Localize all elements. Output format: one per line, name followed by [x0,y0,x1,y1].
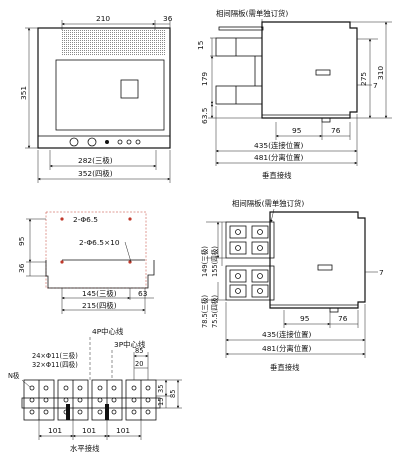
dim-63-5: 63.5 [200,107,209,124]
holes-3pole: 24×Φ11(三极) [32,351,78,360]
terminal-group-4 [125,379,157,421]
dim-179: 179 [200,72,209,86]
front-view: 210 36 351 282(三极) 352(四极) [19,14,173,183]
hole-4-icon [128,260,132,264]
holes-4pole: 32×Φ11(四极) [32,360,78,369]
dim-149: 149(三极) [200,246,209,277]
breaker-side-body-2 [269,211,366,309]
dim-145: 145(三极) [82,289,117,298]
dim-95-mount: 95 [17,236,26,246]
hole-spec-2: 2-Φ6.5×10 [79,238,120,247]
side-label [315,69,331,76]
indicator-window [120,79,139,99]
lamp-icon [105,140,109,144]
partition-label-top: 相间隔板(需单独订货) [216,9,288,18]
dim-36-mount: 36 [17,263,26,273]
dim-20: 20 [135,360,143,368]
terminal-group-1 [23,379,55,421]
side-label-2 [317,264,333,271]
lower-terminal-block [225,265,275,301]
upper-terminal-block [225,221,275,259]
dim-275: 275 [359,72,368,86]
base-bar [21,397,161,409]
dim-36: 36 [163,14,173,23]
hole-2-icon [128,217,132,221]
dim-15-horiz: 15 [157,398,165,406]
control-strip [37,135,171,149]
side-view-top: 相间隔板(需单独订货) 15 179 63.5 275 310 7 [196,9,392,180]
terminal-group-2 [57,379,89,421]
dim-352: 352(四极) [78,169,113,178]
lower-terminal [215,85,263,105]
dim-7-top: 7 [373,81,378,90]
dim-95-top: 95 [292,126,302,135]
dim-75-5: 75.5(四极) [210,295,219,328]
button-2-icon [126,139,132,145]
rail-foot [321,117,331,123]
dim-481-bottom: 481(分离位置) [262,344,312,353]
dim-101-1: 101 [48,426,62,435]
dim-351: 351 [19,86,28,100]
front-panel [55,59,165,131]
caption-horizontal: 水平接线 [70,444,100,453]
dim-7-bottom: 7 [379,268,384,277]
breaker-side-body [261,21,358,119]
hole-spec-1: 2-Φ6.5 [73,215,98,224]
terminal-group-3 [91,379,123,421]
mount-base [45,260,155,289]
dim-63-mount: 63 [138,289,148,298]
mount-view: 2-Φ6.5 2-Φ6.5×10 95 36 145(三极) 63 215(四极… [17,211,155,314]
upper-terminal [215,37,263,57]
center-line-4p: 4P中心线 [92,327,124,336]
knob-1-icon [69,137,79,147]
side-view-bottom: 相间隔板(需单独订货) 149(三极) 155(四极) [200,199,384,372]
dim-76-top: 76 [331,126,341,135]
partition-label-bottom: 相间隔板(需单独订货) [232,199,304,208]
dim-15: 15 [196,40,205,50]
dim-435-bottom: 435(连接位置) [262,330,312,339]
dim-78-5: 78.5(三极) [200,295,209,328]
horizontal-view: 4P中心线 3P中心线 24×Φ11(三极) 32×Φ11(四极) N极 [8,327,182,453]
button-3-icon [135,139,141,145]
dim-35: 35 [157,385,165,393]
dim-210: 210 [96,14,110,23]
knob-2-icon [87,137,97,147]
dim-435-top: 435(连接位置) [254,141,304,150]
dim-95-bottom: 95 [300,314,310,323]
dim-215: 215(四极) [82,301,117,310]
dim-282: 282(三极) [78,156,113,165]
center-line-3p: 3P中心线 [114,340,146,349]
hole-1-icon [60,217,64,221]
dim-101-3: 101 [116,426,130,435]
dim-101-2: 101 [82,426,96,435]
dim-76-bottom: 76 [338,314,348,323]
dim-85-top: 85 [135,347,143,355]
hole-3-icon [60,260,64,264]
dim-310: 310 [376,66,385,80]
caption-vertical-bottom: 垂直接线 [270,363,300,372]
dim-481-top: 481(分离位置) [254,153,304,162]
n-pole-label: N极 [8,371,20,380]
dim-155: 155(四极) [210,246,219,277]
dim-85-right: 85 [169,390,177,398]
partition-plate [218,26,264,31]
vent-grid [62,30,166,56]
button-1-icon [117,139,123,145]
caption-vertical-top: 垂直接线 [262,171,292,180]
